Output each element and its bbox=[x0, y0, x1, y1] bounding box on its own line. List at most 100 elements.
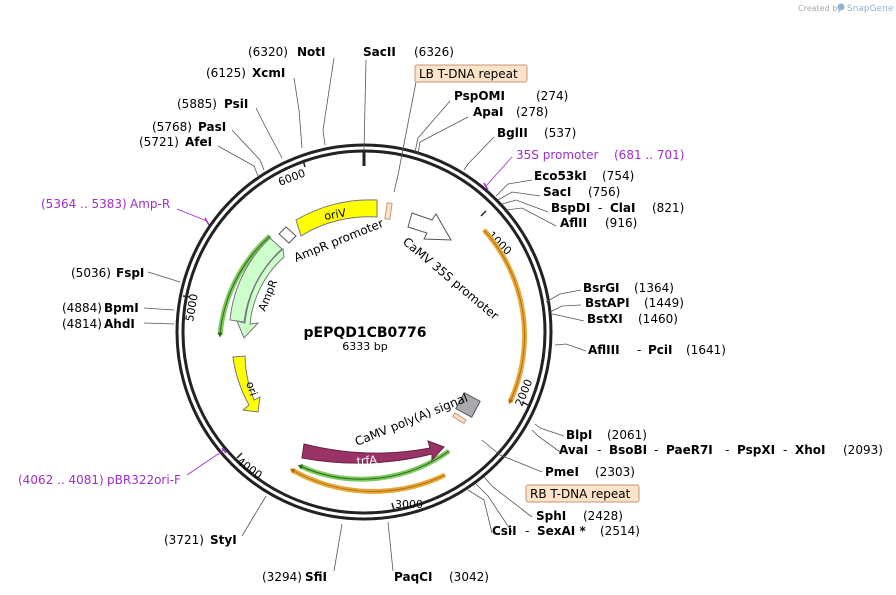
csiI-sep: - bbox=[525, 524, 529, 538]
bstXI-pos: (1460) bbox=[638, 312, 678, 326]
paeR7I-name[interactable]: PaeR7I bbox=[666, 443, 713, 457]
claI-name[interactable]: ClaI bbox=[610, 201, 635, 215]
bsrGI-name[interactable]: BsrGI bbox=[583, 281, 620, 295]
psiI-pos: (5885) bbox=[177, 97, 217, 111]
bglII-pos: (537) bbox=[544, 126, 576, 140]
site-leader-lines bbox=[143, 57, 587, 572]
ahdI-name[interactable]: AhdI bbox=[104, 317, 135, 331]
snapgene-logo-icon bbox=[837, 3, 845, 11]
ori-feature bbox=[232, 355, 261, 413]
sacI-name[interactable]: SacI bbox=[543, 185, 571, 199]
pmeI-pos: (2303) bbox=[595, 465, 635, 479]
eco53kI-name[interactable]: Eco53kI bbox=[534, 169, 587, 183]
ori-label: ori bbox=[243, 380, 260, 398]
xcmI-pos: (6125) bbox=[206, 66, 246, 80]
camv35s-promoter-arrow bbox=[407, 212, 452, 241]
afeI-pos: (5721) bbox=[139, 135, 179, 149]
styI-name[interactable]: StyI bbox=[210, 533, 237, 547]
bsoBI-name[interactable]: BsoBI bbox=[609, 443, 647, 457]
psiI-name[interactable]: PsiI bbox=[224, 97, 248, 111]
aflIII-sep: - bbox=[637, 343, 641, 357]
paqCI-pos: (3042) bbox=[449, 570, 489, 584]
pBR322-primer-mark bbox=[221, 447, 227, 454]
pspXI-name[interactable]: PspXI bbox=[737, 443, 775, 457]
credit-brand: SnapGene bbox=[847, 4, 894, 14]
xhoI-name[interactable]: XhoI bbox=[795, 443, 826, 457]
lb-tdna-repeat-box: LB T-DNA repeat bbox=[414, 64, 528, 83]
ampR-primer-range: (5364 .. 5383) bbox=[41, 197, 127, 211]
pbr322-primer-range: (4062 .. 4081) bbox=[18, 473, 104, 487]
aflIII-name[interactable]: AflIII bbox=[588, 343, 620, 357]
afeI-name[interactable]: AfeI bbox=[185, 135, 212, 149]
notI-pos: (6320) bbox=[248, 45, 288, 59]
styI-pos: (3721) bbox=[164, 533, 204, 547]
lb-tdna-marker bbox=[384, 202, 393, 220]
trfA-feature bbox=[301, 440, 445, 464]
pasI-name[interactable]: PasI bbox=[198, 120, 226, 134]
fspI-name[interactable]: FspI bbox=[116, 266, 144, 280]
csiI-pos: (2514) bbox=[600, 524, 640, 538]
pasI-pos: (5768) bbox=[152, 120, 192, 134]
sphI-name[interactable]: SphI bbox=[536, 509, 566, 523]
notI-name[interactable]: NotI bbox=[297, 45, 326, 59]
sacII-pos: (6326) bbox=[414, 45, 454, 59]
avaI-sep-1: - bbox=[597, 443, 601, 457]
xcmI-name[interactable]: XcmI bbox=[252, 66, 285, 80]
35S-promoter-primer-name[interactable]: 35S promoter bbox=[516, 148, 598, 162]
bspDI-sep: - bbox=[598, 201, 602, 215]
sacII-name[interactable]: SacII bbox=[363, 45, 396, 59]
tick-3000: 3000 bbox=[395, 498, 423, 511]
pmeI-name[interactable]: PmeI bbox=[545, 465, 579, 479]
plasmid-size: 6333 bp bbox=[342, 340, 387, 353]
apaI-pos: (278) bbox=[516, 105, 548, 119]
ampR-primer-name[interactable]: Amp-R bbox=[130, 197, 170, 211]
pspOMI-pos: (274) bbox=[536, 89, 568, 103]
sacI-pos: (756) bbox=[588, 185, 620, 199]
oriV-label: oriV bbox=[323, 206, 347, 223]
tick-5000: 5000 bbox=[183, 293, 201, 323]
bpmI-name[interactable]: BpmI bbox=[104, 301, 139, 315]
plasmid-name: pEPQD1CB0776 bbox=[303, 325, 426, 341]
avaI-name[interactable]: AvaI bbox=[559, 443, 588, 457]
bglII-name[interactable]: BglII bbox=[497, 126, 528, 140]
pspOMI-name[interactable]: PspOMI bbox=[454, 89, 505, 103]
aflII-name[interactable]: AflII bbox=[560, 216, 587, 230]
fspI-pos: (5036) bbox=[71, 266, 111, 280]
sexAI-name[interactable]: SexAI * bbox=[537, 524, 586, 538]
trfA-label: trfA bbox=[356, 453, 378, 468]
avaI-sep-4: - bbox=[783, 443, 787, 457]
aflII-pos: (916) bbox=[605, 216, 637, 230]
avaI-pos: (2093) bbox=[843, 443, 883, 457]
oriV-feature bbox=[295, 199, 378, 237]
aflIII-pos: (1641) bbox=[686, 343, 726, 357]
ampR-promoter-feature bbox=[278, 226, 297, 244]
rb-tdna-repeat-box: RB T-DNA repeat bbox=[525, 484, 640, 503]
sfiI-pos: (3294) bbox=[262, 570, 302, 584]
credit-prefix: Created by bbox=[798, 4, 842, 13]
35S-promoter-primer-mark bbox=[483, 182, 489, 191]
ampR-primer-mark bbox=[204, 217, 210, 226]
rb-tdna-marker bbox=[452, 412, 467, 425]
camv35s-promoter-label: CaMV 35S promoter bbox=[400, 235, 501, 323]
bspDI-name[interactable]: BspDI bbox=[551, 201, 590, 215]
blpI-name[interactable]: BlpI bbox=[566, 428, 592, 442]
avaI-sep-2: - bbox=[654, 443, 658, 457]
paqCI-name[interactable]: PaqCI bbox=[394, 570, 432, 584]
rb-tdna-repeat-label: RB T-DNA repeat bbox=[530, 487, 631, 501]
bstAPI-pos: (1449) bbox=[644, 296, 684, 310]
tick-4000: 4000 bbox=[234, 455, 264, 482]
bpmI-pos: (4884) bbox=[62, 301, 102, 315]
bstXI-name[interactable]: BstXI bbox=[587, 312, 623, 326]
avaI-sep-3: - bbox=[725, 443, 729, 457]
sphI-pos: (2428) bbox=[583, 509, 623, 523]
bstAPI-name[interactable]: BstAPI bbox=[585, 296, 630, 310]
pciI-name[interactable]: PciI bbox=[648, 343, 673, 357]
csiI-name[interactable]: CsiI bbox=[492, 524, 517, 538]
polyA-signal-feature bbox=[455, 392, 481, 418]
sfiI-name[interactable]: SfiI bbox=[305, 570, 327, 584]
35S-promoter-primer-range: (681 .. 701) bbox=[614, 148, 684, 162]
lb-tdna-repeat-label: LB T-DNA repeat bbox=[419, 67, 518, 81]
apaI-name[interactable]: ApaI bbox=[473, 105, 503, 119]
pbr322-primer-name[interactable]: pBR322ori-F bbox=[107, 473, 181, 487]
